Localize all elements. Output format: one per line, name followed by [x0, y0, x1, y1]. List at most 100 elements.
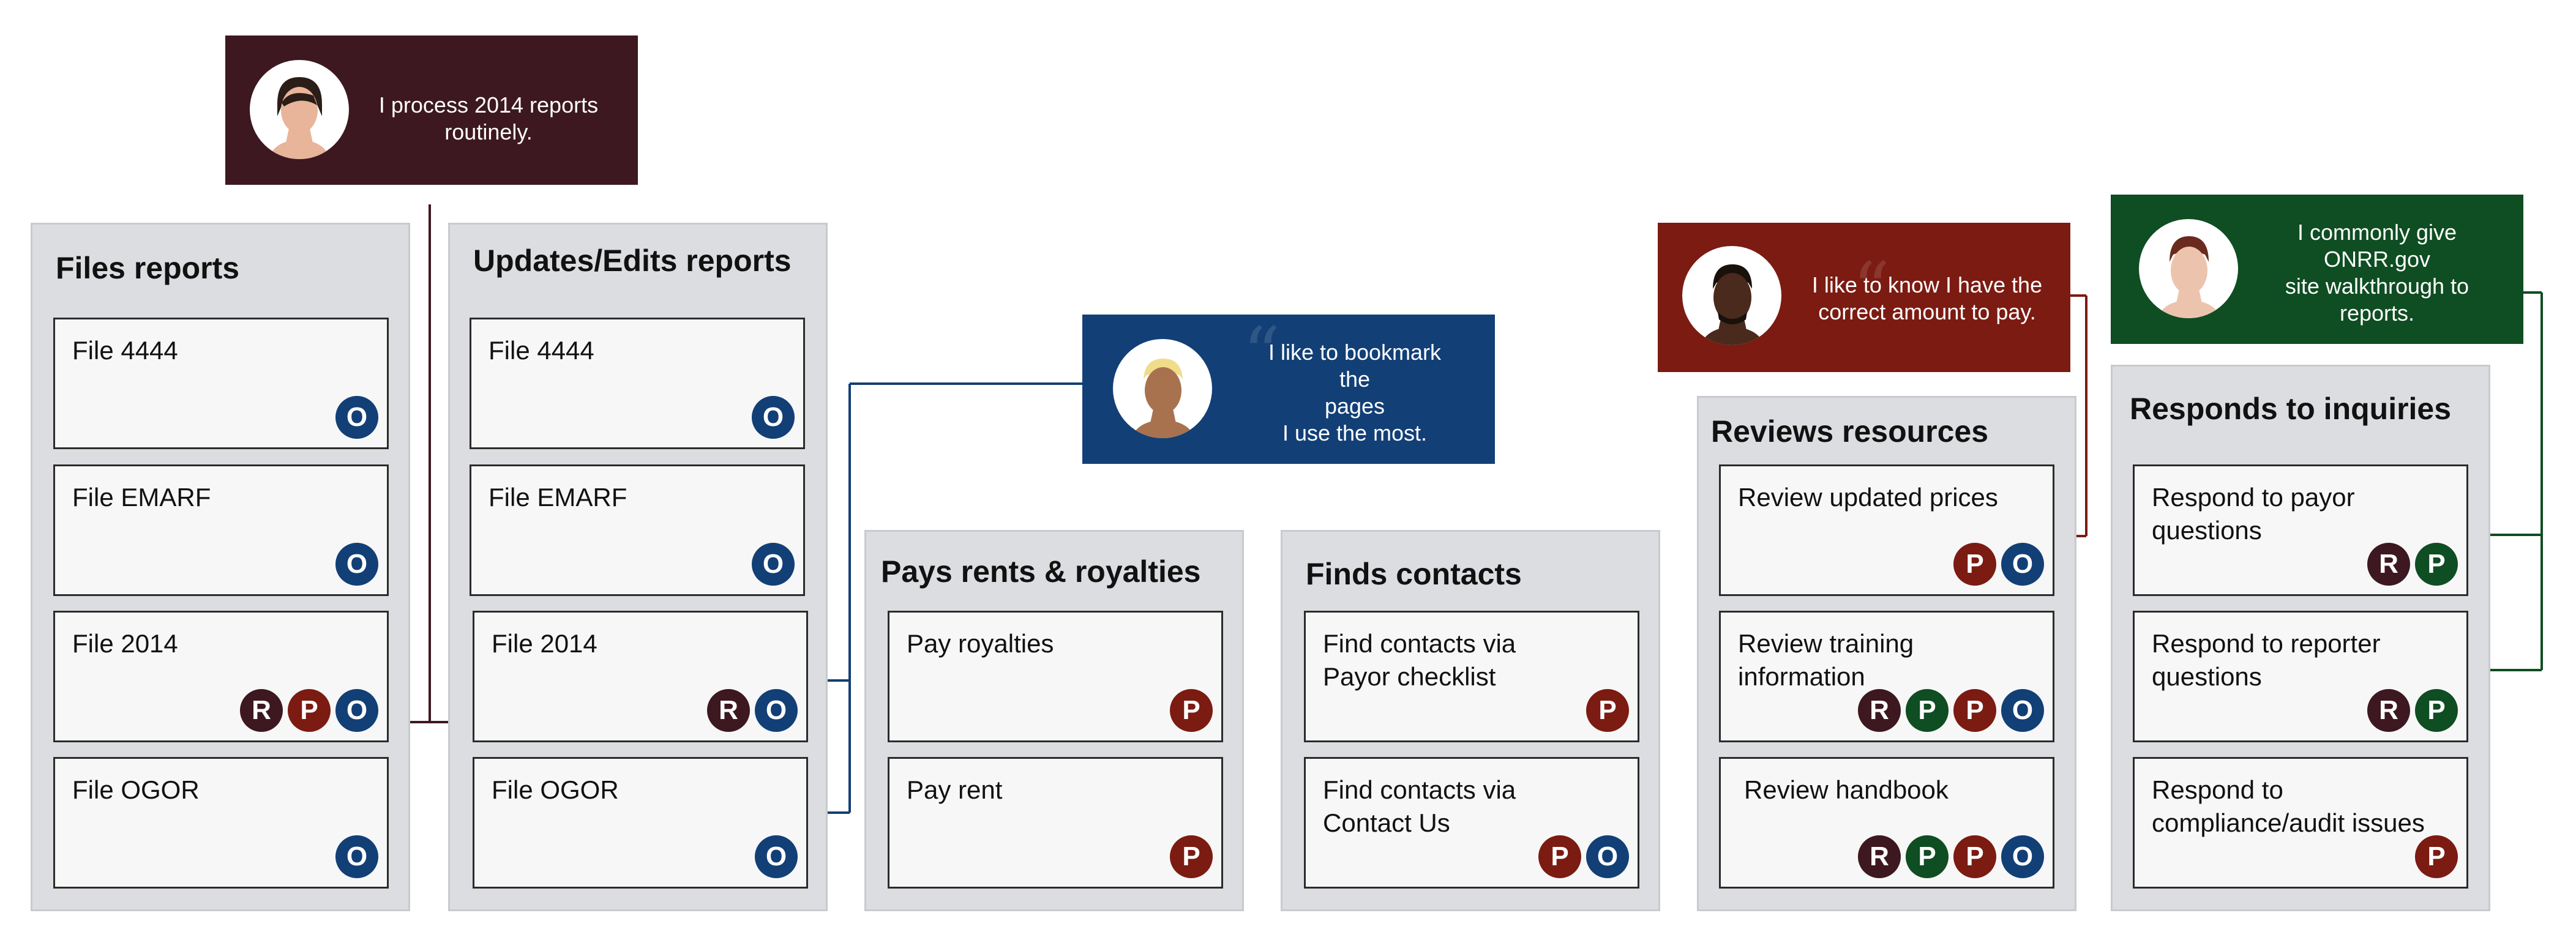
persona-badge-p: P — [1953, 835, 1996, 878]
task-label: Find contacts via Payor checklist — [1323, 629, 1516, 691]
persona-badge-p-green: P — [1906, 689, 1949, 732]
quote-mark-icon: “ — [1852, 247, 1890, 332]
persona-badge-o: O — [1586, 835, 1629, 878]
persona-badges: R P — [2367, 689, 2458, 732]
persona-2-callout: “ I like to bookmark the pages I use the… — [1082, 312, 1495, 464]
persona-badge-o: O — [335, 835, 378, 878]
persona-badges: R P O — [240, 689, 378, 732]
group-title: Updates/Edits reports — [473, 244, 792, 278]
task-label: File 2014 — [72, 629, 178, 658]
persona-badges: R P P O — [1858, 689, 2044, 732]
task-label: File OGOR — [72, 775, 200, 804]
group-title: Finds contacts — [1306, 557, 1522, 591]
task-label: File EMARF — [72, 483, 211, 512]
task-card-file-4444[interactable]: File 4444 O — [470, 318, 805, 449]
persona-badge-o: O — [755, 835, 798, 878]
task-card-file-ogor[interactable]: File OGOR O — [473, 757, 808, 889]
group-title: Pays rents & royalties — [881, 554, 1201, 589]
task-label: Review training information — [1738, 629, 1914, 691]
task-label: Find contacts via Contact Us — [1323, 775, 1516, 837]
persona-badges: P — [1170, 689, 1213, 732]
persona-badges: R P — [2367, 543, 2458, 586]
persona-1-quote: I process 2014 reports routinely. — [378, 92, 599, 144]
persona-4-callout: I commonly give ONRR.gov site walkthroug… — [2111, 195, 2523, 344]
persona-badge-p: P — [1170, 835, 1213, 878]
persona-badges: P — [1170, 835, 1213, 878]
persona-badges: R O — [707, 689, 798, 732]
task-card-review-training-information[interactable]: Review training information R P P O — [1719, 611, 2054, 742]
persona-badge-p: P — [1953, 543, 1996, 586]
task-label: Review updated prices — [1738, 483, 1998, 512]
task-card-pay-rent[interactable]: Pay rent P — [888, 757, 1223, 889]
persona-badge-r: R — [1858, 689, 1901, 732]
group-title: Responds to inquiries — [2130, 392, 2452, 426]
task-label: Pay royalties — [907, 629, 1054, 658]
task-card-file-4444[interactable]: File 4444 O — [53, 318, 389, 449]
persona-badge-r: R — [707, 689, 750, 732]
task-card-pay-royalties[interactable]: Pay royalties P — [888, 611, 1223, 742]
persona-badge-p: P — [1586, 689, 1629, 732]
persona-badge-o: O — [755, 689, 798, 732]
task-card-file-emarf[interactable]: File EMARF O — [470, 464, 805, 596]
persona-badges: P O — [1538, 835, 1629, 878]
task-card-file-ogor[interactable]: File OGOR O — [53, 757, 389, 889]
task-label: Review handbook — [1744, 775, 1949, 804]
persona-badge-p: P — [2415, 835, 2458, 878]
persona-badge-p: P — [1953, 689, 1996, 732]
persona-badge-p: P — [1170, 689, 1213, 732]
persona-badges: P O — [1953, 543, 2044, 586]
persona-badges: O — [752, 396, 795, 439]
task-label: File 2014 — [492, 629, 597, 658]
persona-badge-o: O — [335, 543, 378, 586]
task-card-respond-reporter-questions[interactable]: Respond to reporter questions R P — [2133, 611, 2468, 742]
task-card-find-contacts-payor-checklist[interactable]: Find contacts via Payor checklist P — [1304, 611, 1639, 742]
task-card-find-contacts-contact-us[interactable]: Find contacts via Contact Us P O — [1304, 757, 1639, 889]
persona-3-callout: “ I like to know I have the correct amou… — [1658, 223, 2070, 372]
persona-badges: O — [752, 543, 795, 586]
group-title: Reviews resources — [1711, 414, 1989, 449]
persona-badges: P — [2415, 835, 2458, 878]
task-label: File 4444 — [72, 336, 178, 365]
man-avatar-icon — [2139, 219, 2238, 318]
persona-badge-o: O — [335, 689, 378, 732]
persona-badge-p: P — [1538, 835, 1581, 878]
persona-badge-p-green: P — [2415, 543, 2458, 586]
task-card-file-2014[interactable]: File 2014 R P O — [53, 611, 389, 742]
persona-badge-o: O — [2001, 835, 2044, 878]
task-label: File OGOR — [492, 775, 619, 804]
man-avatar-icon — [1113, 339, 1212, 438]
persona-4-quote: I commonly give ONRR.gov site walkthroug… — [2285, 220, 2469, 326]
task-label: File EMARF — [489, 483, 627, 512]
task-card-review-updated-prices[interactable]: Review updated prices P O — [1719, 464, 2054, 596]
man-avatar-icon — [1682, 246, 1781, 345]
persona-badge-r: R — [240, 689, 283, 732]
persona-badge-r: R — [1858, 835, 1901, 878]
task-card-file-2014[interactable]: File 2014 R O — [473, 611, 808, 742]
persona-1-callout: I process 2014 reports routinely. — [225, 35, 638, 185]
persona-badge-o: O — [2001, 689, 2044, 732]
persona-badge-o: O — [752, 543, 795, 586]
task-label: Respond to payor questions — [2152, 483, 2355, 545]
persona-badge-r: R — [2367, 543, 2410, 586]
task-label: File 4444 — [489, 336, 594, 365]
quote-mark-icon: “ — [1243, 312, 1281, 397]
persona-badge-p: P — [288, 689, 331, 732]
task-card-respond-compliance-audit[interactable]: Respond to compliance/audit issues P — [2133, 757, 2468, 889]
persona-badges: O — [335, 543, 378, 586]
task-card-respond-payor-questions[interactable]: Respond to payor questions R P — [2133, 464, 2468, 596]
task-card-file-emarf[interactable]: File EMARF O — [53, 464, 389, 596]
task-label: Pay rent — [907, 775, 1003, 804]
woman-avatar-icon — [250, 60, 349, 159]
persona-badge-o: O — [2001, 543, 2044, 586]
persona-badge-p-green: P — [1906, 835, 1949, 878]
task-label: Respond to compliance/audit issues — [2152, 775, 2425, 837]
persona-badge-o: O — [335, 396, 378, 439]
task-card-review-handbook[interactable]: Review handbook R P P O — [1719, 757, 2054, 889]
persona-badges: P — [1586, 689, 1629, 732]
persona-2-quote: I like to bookmark the pages I use the m… — [1268, 340, 1442, 445]
persona-3-quote: I like to know I have the correct amount… — [1811, 272, 2043, 324]
persona-badge-r: R — [2367, 689, 2410, 732]
persona-badges: O — [335, 835, 378, 878]
persona-badge-p-green: P — [2415, 689, 2458, 732]
